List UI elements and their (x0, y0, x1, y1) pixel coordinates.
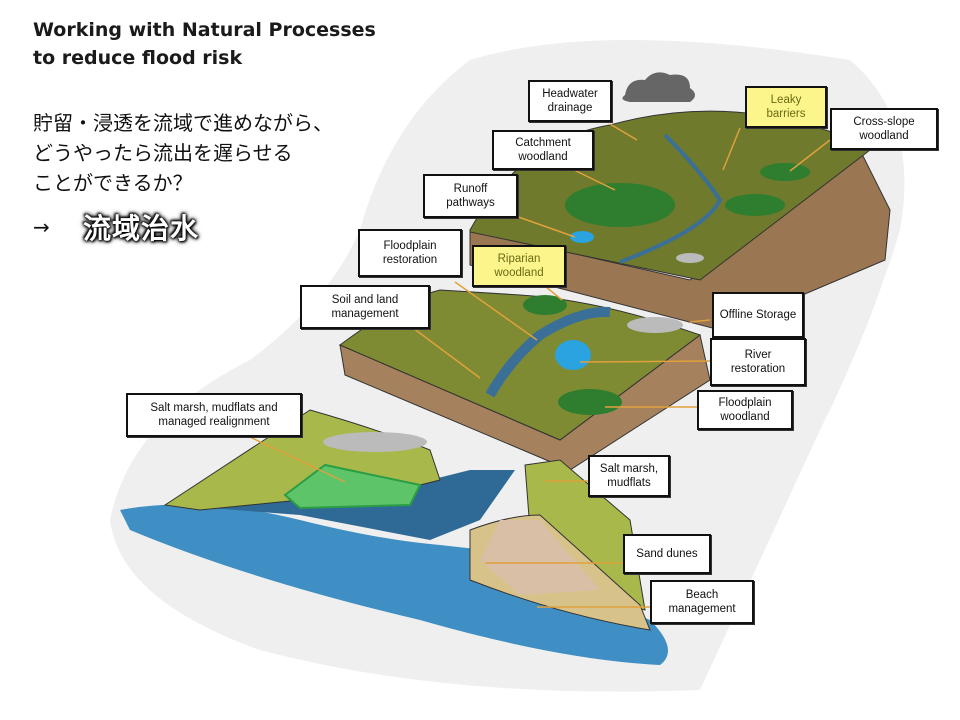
offline-storage-village (627, 317, 683, 333)
village (676, 253, 704, 263)
leader-catchment (569, 167, 616, 191)
label-offline-storage: Offline Storage (712, 292, 804, 338)
woodland-patch (725, 194, 785, 216)
leader-floodplain-restoration (454, 281, 538, 341)
river-restoration-pond (555, 340, 591, 370)
cloud-icon (622, 72, 695, 102)
answer-line: → 流域治水 (33, 207, 199, 247)
leader-river-restoration (579, 360, 711, 363)
label-sand-dunes: Sand dunes (623, 534, 711, 574)
catchment-woodland-patch (565, 183, 675, 227)
question-line-2: どうやったら流出を遅らせる (33, 141, 293, 165)
label-floodplain-restoration: Floodplain restoration (358, 229, 462, 277)
dunes (480, 520, 600, 595)
sea (120, 504, 668, 665)
label-runoff-pathways: Runoff pathways (423, 174, 518, 218)
leader-saltmarsh-left (249, 436, 346, 483)
leader-soil (404, 321, 481, 379)
label-riparian-woodland: Riparian woodland (472, 245, 566, 287)
label-cross-slope-woodland: Cross-slope woodland (830, 108, 938, 150)
arrow-icon: → (33, 215, 50, 239)
coastal-village (323, 432, 427, 452)
coastal-block (120, 409, 668, 665)
leader-crossslope (789, 139, 831, 172)
label-beach-management: Beach management (650, 580, 754, 624)
cross-slope-woodland-patch (760, 163, 810, 181)
leader-riparian (544, 285, 563, 301)
leader-leaky (722, 127, 741, 171)
leader-headwater (609, 123, 638, 141)
label-catchment-woodland: Catchment woodland (492, 130, 594, 170)
floodplain-block (339, 289, 711, 471)
label-salt-marsh-managed-realignment: Salt marsh, mudflats and managed realign… (126, 393, 302, 437)
slide-title: Working with Natural Processes to reduce… (33, 16, 376, 72)
label-floodplain-woodland: Floodplain woodland (697, 390, 793, 430)
riparian-woodland-patch (523, 295, 567, 315)
answer-text: 流域治水 (83, 212, 200, 245)
title-line-1: Working with Natural Processes (33, 19, 376, 41)
label-leaky-barriers: Leaky barriers (745, 86, 827, 128)
floodplain-river (485, 306, 611, 398)
label-river-restoration: River restoration (710, 338, 806, 386)
leader-offline (689, 319, 711, 323)
leader-runoff (509, 213, 576, 238)
leader-lines (249, 123, 831, 608)
runoff-pond (570, 231, 594, 243)
question-line-3: ことができるか？ (33, 171, 193, 195)
title-line-2: to reduce flood risk (33, 47, 243, 69)
question-line-1: 貯留・浸透を流域で進めながら、 (33, 111, 333, 135)
question-text: 貯留・浸透を流域で進めながら、 どうやったら流出を遅らせる ことができるか？ (33, 108, 333, 198)
label-headwater-drainage: Headwater drainage (528, 80, 612, 122)
upland-river (619, 133, 723, 264)
label-soil-land-management: Soil and land management (300, 285, 430, 329)
label-salt-marsh-mudflats: Salt marsh, mudflats (588, 455, 670, 497)
floodplain-woodland-patch (558, 389, 622, 415)
